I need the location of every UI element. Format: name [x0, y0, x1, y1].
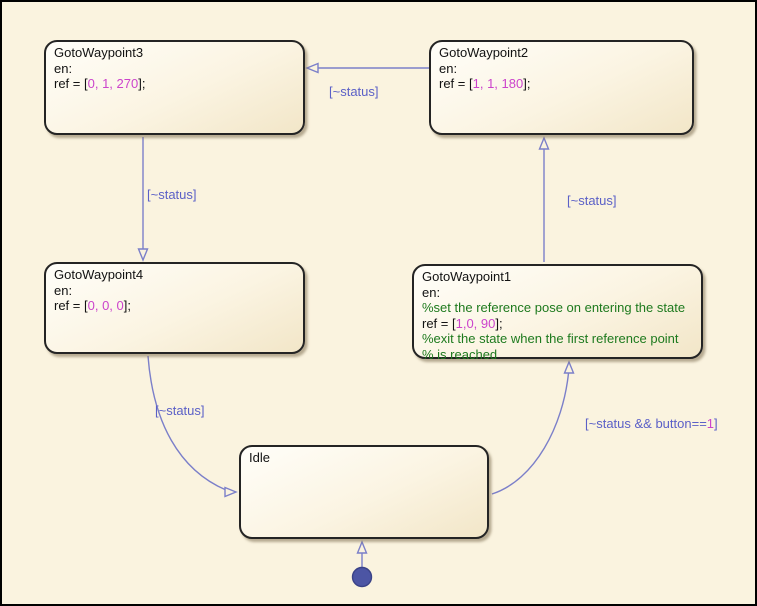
- state-comment: %set the reference pose on entering the …: [422, 300, 686, 315]
- transition-arrowhead-right: [224, 486, 238, 498]
- transition-arrowhead-up-2: [563, 360, 575, 374]
- default-transition-dot[interactable]: [351, 566, 373, 588]
- state-gotowaypoint3[interactable]: GotoWaypoint3 en: ref = [0, 1, 270];: [44, 40, 305, 135]
- transition-label-waypoint1-to-waypoint2[interactable]: [~status]: [567, 193, 617, 208]
- state-title: GotoWaypoint2: [439, 45, 529, 60]
- state-entry-keyword: en:: [54, 282, 73, 298]
- transition-arrowhead-left: [305, 62, 319, 74]
- transition-label-waypoint2-to-waypoint3[interactable]: [~status]: [329, 84, 379, 99]
- state-entry-keyword: en:: [54, 60, 73, 76]
- state-gotowaypoint2[interactable]: GotoWaypoint2 en: ref = [1, 1, 180];: [429, 40, 694, 135]
- ref-values: 0, 1, 270: [87, 76, 139, 91]
- transition-label-waypoint3-to-waypoint4[interactable]: [~status]: [147, 187, 197, 202]
- ref-values: 0, 0, 0: [87, 298, 124, 313]
- transition-waypoint4-to-idle[interactable]: [147, 355, 227, 491]
- state-action-line: ref = [0, 0, 0];: [54, 298, 131, 313]
- state-title: GotoWaypoint3: [54, 45, 144, 60]
- transition-label-idle-to-waypoint1[interactable]: [~status && button==1]: [585, 416, 718, 431]
- transition-arrowhead-up-1: [538, 136, 550, 150]
- state-entry-keyword: en:: [439, 60, 458, 76]
- transition-arrowhead-down: [137, 248, 149, 262]
- state-title: GotoWaypoint1: [422, 269, 512, 284]
- state-comment: % is reached: [422, 346, 498, 362]
- state-entry-keyword: en:: [422, 284, 441, 300]
- state-title: GotoWaypoint4: [54, 267, 144, 282]
- state-gotowaypoint4[interactable]: GotoWaypoint4 en: ref = [0, 0, 0];: [44, 262, 305, 354]
- state-comment: %exit the state when the first reference…: [422, 331, 679, 346]
- state-action-line: ref = [1, 1, 180];: [439, 76, 531, 91]
- ref-values: 1, 1, 180: [472, 76, 524, 91]
- transition-idle-to-waypoint1[interactable]: [491, 372, 570, 495]
- transition-label-value: 1: [706, 416, 715, 431]
- state-action-line: ref = [0, 1, 270];: [54, 76, 146, 91]
- state-title: Idle: [249, 450, 270, 465]
- state-gotowaypoint1[interactable]: GotoWaypoint1 en: %set the reference pos…: [412, 264, 703, 362]
- state-action-line: ref = [1,0, 90];: [422, 315, 503, 331]
- ref-values: 1,0, 90: [455, 315, 496, 331]
- transition-label-waypoint4-to-idle[interactable]: [~status]: [155, 403, 205, 418]
- transition-arrowhead-up-3: [356, 540, 368, 554]
- state-idle[interactable]: Idle: [239, 445, 489, 539]
